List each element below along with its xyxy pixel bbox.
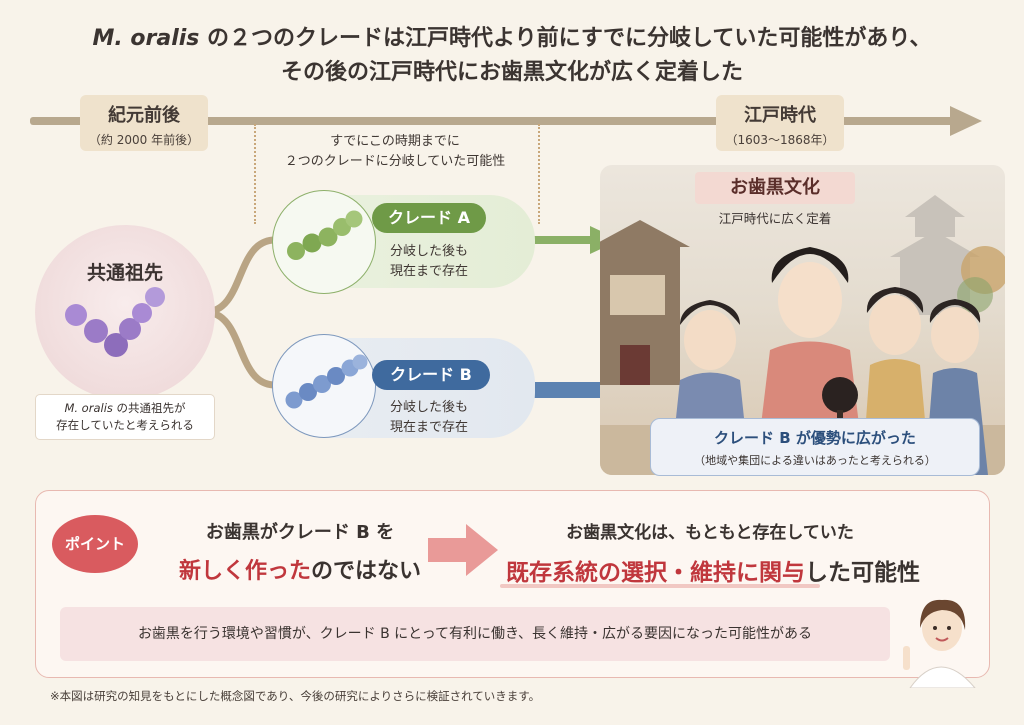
point-summary: お歯黒を行う環境や習慣が、クレード B にとって有利に働き、長く維持・広がる要因… [60, 607, 890, 661]
ancestor-species-name: M. oralis [64, 401, 113, 415]
main-title-line2: その後の江戸時代にお歯黒文化が広く定着した [280, 60, 743, 85]
point-right-line1: お歯黒文化は、もともと存在していた [566, 523, 854, 543]
point-right-rest: した可能性 [805, 560, 920, 586]
clade-b-description: 分岐した後も 現在まで存在 [374, 398, 484, 438]
common-ancestor-title: 共通祖先 [86, 262, 163, 284]
footnote: ※本図は研究の知見をもとにした概念図であり、今後の研究によりさらに検証されていき… [50, 689, 541, 703]
ancestor-bacteria-icon [65, 287, 165, 357]
point-left-line2: 新しく作ったのではない [150, 553, 450, 585]
title-line1-text: の２つのクレードは江戸時代より前にすでに分岐していた可能性があり、 [199, 26, 932, 51]
era-start-box: 紀元前後 （約 2000 年前後） [80, 95, 208, 151]
timeline-arrow-head [950, 106, 982, 136]
clade-a-bacteria-icon [287, 210, 363, 260]
divergence-marker-left [254, 124, 256, 224]
main-title-line1: M. oralis の２つのクレードは江戸時代より前にすでに分岐していた可能性が… [0, 22, 1024, 56]
point-left-line1: お歯黒がクレード B を [205, 522, 395, 543]
era-end-label: 江戸時代 [744, 105, 816, 126]
ancestor-caption: M. oralis の共通祖先が 存在していたと考えられる [35, 394, 215, 440]
ohaguro-title: お歯黒文化 [695, 172, 855, 204]
clade-a-desc-line2: 現在まで存在 [389, 264, 468, 279]
clade-b-desc-line2: 現在まで存在 [389, 420, 468, 435]
point-left-rest: のではない [311, 559, 422, 584]
clade-a-label: クレード A [372, 203, 486, 233]
researcher-avatar [903, 599, 976, 688]
clade-a-circle [272, 190, 376, 294]
common-ancestor-circle [35, 225, 215, 400]
ancestor-caption-line2: 存在していたと考えられる [56, 418, 194, 432]
divergence-marker-right [538, 124, 540, 224]
divergence-note: すでにこの時期までに ２つのクレードに分岐していた可能性 [250, 132, 540, 172]
emphasis-underline [500, 584, 820, 588]
point-right-line2: 既存系統の選択・維持に関与した可能性 [488, 553, 938, 587]
clade-a-desc-line1: 分岐した後も [389, 244, 468, 259]
clade-b-desc-line1: 分岐した後も [389, 400, 468, 415]
era-end-box: 江戸時代 （1603〜1868年） [716, 95, 844, 151]
branch-to-clade-a [201, 236, 279, 316]
clade-b-spread-sub: （地域や集団による違いはあったと考えられる） [694, 454, 936, 467]
arrow-clade-b [500, 370, 690, 410]
point-right-emphasis: 既存系統の選択・維持に関与 [506, 560, 805, 586]
species-name: M. oralis [92, 26, 200, 51]
branch-to-clade-b [201, 308, 279, 389]
ancestor-caption-line1: M. oralis の共通祖先が [36, 400, 214, 417]
era-start-label: 紀元前後 [108, 105, 180, 126]
arrow-clade-a [495, 226, 620, 254]
divergence-note-line2: ２つのクレードに分岐していた可能性 [284, 154, 506, 169]
clade-b-bacteria-icon [285, 354, 368, 409]
clade-b-spread-title: クレード B が優勢に広がった [714, 429, 916, 447]
point-badge: ポイント [52, 515, 138, 573]
point-arrow-icon [428, 524, 498, 576]
clade-b-label: クレード B [372, 360, 490, 390]
ohaguro-subtitle: 江戸時代に広く定着 [718, 211, 832, 226]
era-start-sub: （約 2000 年前後） [88, 133, 200, 147]
era-end-sub: （1603〜1868年） [725, 133, 835, 147]
clade-b-spread-box: クレード B が優勢に広がった （地域や集団による違いはあったと考えられる） [650, 418, 980, 476]
ancestor-caption-text: の共通祖先が [112, 401, 186, 415]
divergence-note-line1: すでにこの時期までに [330, 134, 460, 149]
point-left-emphasis: 新しく作った [178, 559, 311, 584]
clade-a-description: 分岐した後も 現在まで存在 [374, 242, 484, 282]
timeline-bar [30, 117, 965, 125]
